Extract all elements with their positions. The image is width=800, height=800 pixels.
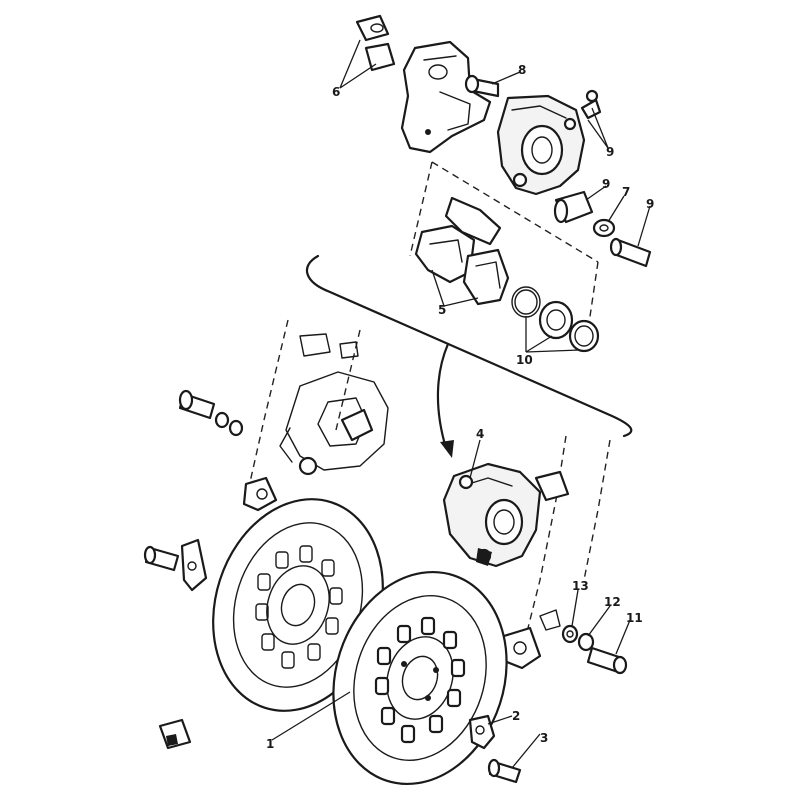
callout-13: 13 bbox=[572, 579, 589, 593]
right-disc-slots bbox=[374, 616, 466, 744]
callout-9-upper: 9 bbox=[606, 145, 614, 159]
lock-plate-part-2 bbox=[468, 714, 496, 750]
bolt-part-11 bbox=[586, 646, 628, 675]
caliper-support-bracket bbox=[400, 40, 492, 154]
washer-part-7 bbox=[592, 218, 616, 238]
piston-seal-ring bbox=[511, 286, 541, 318]
caliper-body-lower bbox=[442, 462, 542, 568]
bolt-part-9 bbox=[609, 237, 652, 268]
callout-9-small: 9 bbox=[602, 177, 610, 191]
left-disc-slots bbox=[255, 545, 343, 669]
brake-pad-shim bbox=[444, 196, 502, 246]
callout-8: 8 bbox=[518, 63, 526, 77]
bolt-part-8 bbox=[464, 74, 500, 98]
pad-clip-part bbox=[158, 718, 192, 750]
washer-part-13 bbox=[561, 624, 579, 644]
callout-6: 6 bbox=[332, 85, 340, 99]
callout-labels: 1 2 3 4 5 6 7 8 9 9 9 10 11 12 13 bbox=[266, 63, 654, 751]
assembly-arrow bbox=[436, 342, 454, 458]
brake-pad-right bbox=[462, 248, 510, 306]
pad-pin-part bbox=[355, 14, 396, 72]
left-fork-leg bbox=[242, 319, 361, 512]
callout-1: 1 bbox=[266, 737, 274, 751]
callout-10: 10 bbox=[516, 353, 533, 367]
left-caliper-bolt bbox=[178, 389, 244, 437]
disc-bolt-part-3 bbox=[487, 758, 522, 784]
exploded-bracket bbox=[305, 254, 633, 438]
callout-7: 7 bbox=[622, 185, 630, 199]
dust-seal bbox=[568, 319, 600, 353]
callout-11: 11 bbox=[626, 611, 643, 625]
left-disc-bolt bbox=[143, 538, 208, 592]
piston bbox=[538, 300, 574, 340]
callout-3: 3 bbox=[540, 731, 548, 745]
brake-disc-right bbox=[332, 570, 508, 786]
bleed-screw bbox=[580, 89, 602, 120]
brake-pad-left bbox=[414, 224, 476, 284]
left-caliper-assembly bbox=[279, 371, 389, 476]
callout-2: 2 bbox=[512, 709, 520, 723]
callout-9-right: 9 bbox=[646, 197, 654, 211]
top-caliper-assembly bbox=[355, 14, 652, 353]
callout-4: 4 bbox=[476, 427, 484, 441]
sleeve-part-6 bbox=[553, 190, 594, 224]
caliper-body-upper bbox=[496, 94, 586, 196]
callout-12: 12 bbox=[604, 595, 621, 609]
leader-lines bbox=[271, 39, 651, 769]
washer-part-12 bbox=[577, 632, 595, 652]
callout-5: 5 bbox=[438, 303, 446, 317]
